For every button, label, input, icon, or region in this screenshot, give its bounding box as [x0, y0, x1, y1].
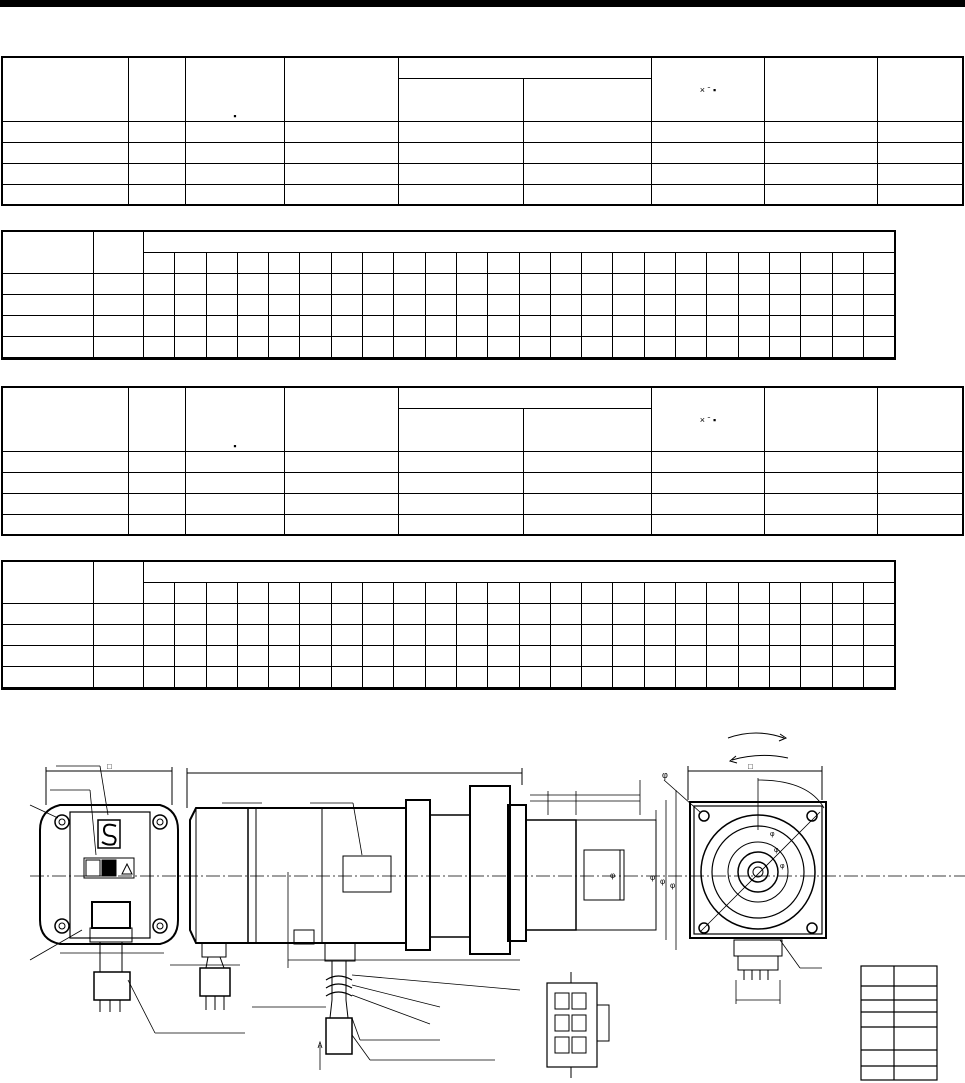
decel-table-1 — [2, 231, 896, 358]
svg-text:φ: φ — [650, 873, 655, 882]
svg-text:□: □ — [107, 762, 112, 771]
svg-text:□: □ — [748, 762, 753, 771]
svg-text:φ: φ — [780, 863, 785, 870]
front-view: □ φ φ φ φ — [662, 732, 827, 1004]
spec-table-2: ▪× ˉ ▪ — [2, 387, 964, 536]
rotation-arrow-icon — [727, 732, 785, 739]
svg-text:φ: φ — [660, 877, 665, 886]
decel-table-2 — [2, 561, 896, 688]
svg-text:φ: φ — [662, 770, 668, 780]
connector-view — [546, 972, 610, 1078]
header-bar — [0, 0, 965, 7]
warning-triangle-icon — [121, 862, 133, 875]
svg-text:φ: φ — [610, 871, 615, 880]
svg-text:φ: φ — [774, 847, 779, 854]
pin-table — [860, 965, 938, 1081]
svg-text:φ: φ — [770, 831, 775, 838]
rear-view: □ — [29, 762, 245, 1034]
logo-mark-icon — [97, 819, 121, 849]
side-view: φ φ φ φ — [170, 768, 677, 1070]
svg-text:φ: φ — [670, 881, 675, 890]
spec-table-1: ▪× ˉ ▪ — [2, 57, 964, 206]
